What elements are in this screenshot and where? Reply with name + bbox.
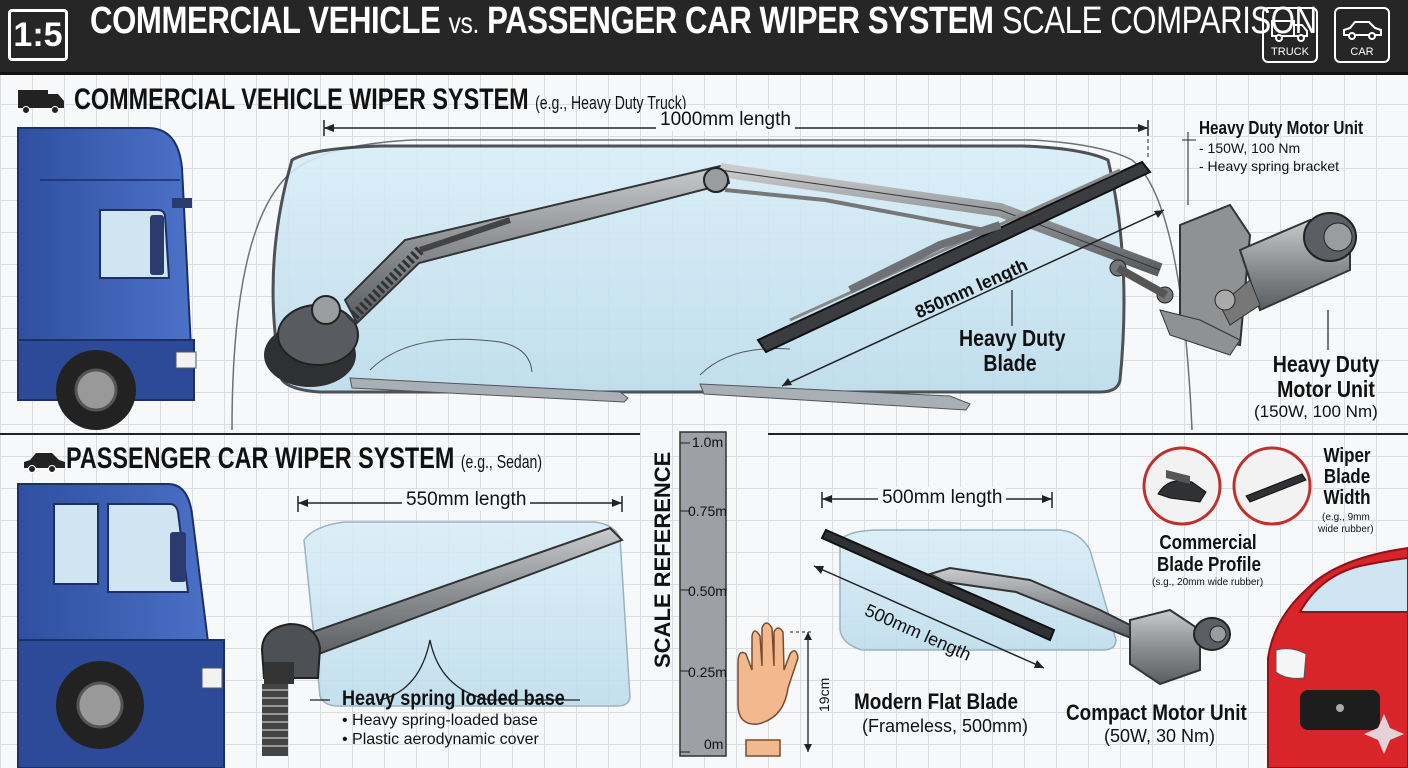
car-badge: CAR — [1334, 7, 1390, 63]
passenger-example-text: (e.g., Sedan) — [460, 452, 542, 472]
blade-width-line1: Wiper — [1323, 445, 1371, 467]
commercial-profile-spec: (s.g., 20mm wide rubber) — [1152, 577, 1264, 588]
base-callout-leader — [310, 639, 580, 701]
scale-tick-050m: 0.50m — [688, 583, 727, 599]
spring-base-bullet2: • Plastic aerodynamic cover — [342, 731, 539, 748]
scale-tick-075m: 0.75m — [688, 503, 727, 519]
width-blade-profile-circle — [1232, 446, 1312, 526]
commercial-arm-length-label: 1000mm length — [656, 109, 795, 131]
car-badge-label: CAR — [1350, 46, 1374, 58]
motor-label-line1: Heavy Duty — [1272, 351, 1380, 377]
heavy-duty-blade-label: Heavy Duty Blade — [959, 325, 1066, 376]
hand-scale-illustration — [737, 622, 814, 757]
passenger-car-illustration — [1267, 546, 1408, 768]
compact-motor-label: Compact Motor Unit — [1066, 700, 1247, 725]
compact-motor-unit — [1129, 608, 1231, 686]
passenger-arm-length-label: 550mm length — [402, 489, 531, 511]
commercial-example-text: (e.g., Heavy Duty Truck) — [535, 93, 687, 113]
blade-width-spec2: wide rubber) — [1318, 524, 1374, 535]
commercial-truck-icon — [18, 90, 64, 114]
compact-motor-spec: (50W, 30 Nm) — [1104, 726, 1216, 746]
spring-coil — [262, 684, 288, 756]
commercial-wiper-arm — [264, 163, 1174, 387]
flat-blade-dimension — [813, 565, 1045, 669]
blade-width-line3: Width — [1323, 487, 1371, 509]
blade-label-line2: Blade — [983, 350, 1037, 376]
blade-label-line1: Heavy Duty — [959, 325, 1066, 351]
heavy-duty-motor-spec: (150W, 100 Nm) — [1254, 402, 1378, 421]
commercial-profile-line1: Commercial — [1159, 532, 1257, 554]
passenger-section-title: PASSENGER CAR WIPER SYSTEM (e.g., Sedan) — [66, 442, 542, 476]
flat-blade-spec: (Frameless, 500mm) — [862, 716, 1029, 736]
scale-reference-bar — [679, 431, 727, 757]
commercial-section-title: COMMERCIAL VEHICLE WIPER SYSTEM (e.g., H… — [74, 83, 686, 117]
motor-callout-spec1: - 150W, 100 Nm — [1199, 140, 1301, 156]
motor-label-line2: Motor Unit — [1277, 376, 1375, 402]
passenger-title-text: PASSENGER CAR WIPER SYSTEM — [66, 442, 455, 475]
commercial-resting-wiper-right — [699, 383, 971, 411]
commercial-profile-label: Commercial Blade Profile — [1157, 532, 1261, 576]
passenger-car-icon — [24, 453, 65, 473]
heavy-duty-motor-label: Heavy Duty Motor Unit — [1267, 352, 1386, 402]
car-icon — [1343, 21, 1382, 40]
spring-base-label: Heavy spring loaded base — [342, 687, 565, 710]
blade-width-line2: Blade — [1323, 466, 1371, 488]
hand-height-label: 19cm — [816, 677, 832, 712]
motor-callout-spec2: - Heavy spring bracket — [1199, 158, 1340, 174]
commercial-blade-dimension — [781, 209, 1165, 387]
flat-blade-label: Modern Flat Blade — [854, 689, 1018, 714]
page-title: COMMERCIAL VEHICLE vs. PASSENGER CAR WIP… — [90, 0, 1317, 72]
scale-tick-025m: 0.25m — [688, 664, 727, 680]
title-vs: vs. — [448, 7, 480, 40]
commercial-resting-wiper-left — [349, 377, 629, 403]
commercial-motor-unit — [1159, 203, 1357, 356]
scale-badge: 1:5 — [8, 9, 68, 61]
title-part2: PASSENGER CAR WIPER SYSTEM — [487, 0, 994, 42]
scale-reference-title: SCALE REFERENCE — [650, 451, 675, 668]
passenger-wiper-arm — [260, 526, 624, 756]
truck-icon — [1271, 20, 1308, 42]
spring-base-bullet1: • Heavy spring-loaded base — [342, 712, 538, 729]
commercial-profile-line2: Blade Profile — [1157, 554, 1261, 576]
motor-callout-title: Heavy Duty Motor Unit — [1199, 118, 1364, 138]
scale-tick-0m: 0m — [704, 736, 724, 752]
sparkle-watermark — [1364, 714, 1404, 754]
truck-badge: TRUCK — [1262, 7, 1318, 63]
truck-badge-label: TRUCK — [1271, 46, 1309, 58]
heavy-truck-illustration-bottom — [17, 483, 225, 768]
commercial-wiper-blade — [756, 160, 1152, 354]
title-part1: COMMERCIAL VEHICLE — [90, 0, 441, 42]
heavy-truck-illustration-top — [17, 127, 197, 430]
flat-arm-length-label: 500mm length — [878, 487, 1007, 509]
blade-width-label: Wiper Blade Width — [1317, 446, 1377, 509]
commercial-title-text: COMMERCIAL VEHICLE WIPER SYSTEM — [74, 83, 529, 116]
header-bar: 1:5 COMMERCIAL VEHICLE vs. PASSENGER CAR… — [0, 0, 1408, 75]
blade-width-spec1: (e.g., 9mm — [1322, 512, 1370, 523]
scale-tick-1m: 1.0m — [692, 434, 724, 450]
commercial-blade-profile-circle — [1142, 446, 1222, 526]
passenger-windshield-right — [839, 529, 1117, 651]
